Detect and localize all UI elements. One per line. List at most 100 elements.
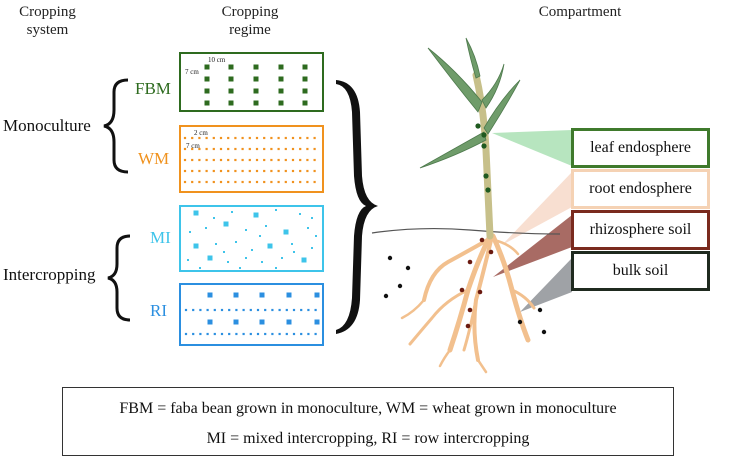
bulk-soil-dot — [397, 283, 403, 289]
soil-surface-line — [371, 227, 561, 235]
bulk-soil-dot — [405, 265, 411, 271]
wm-plant-mark — [198, 158, 201, 162]
label-ri: RI — [150, 301, 167, 320]
mi-plant-mark — [311, 217, 313, 219]
mi-plant-mark — [253, 212, 259, 218]
wm-plant-mark — [248, 136, 251, 140]
ri-plant-mark — [242, 308, 245, 312]
ri-plant-mark — [256, 332, 260, 336]
mi-plant-mark — [193, 210, 199, 216]
header-cropping-regime: Cropping regime — [221, 4, 279, 38]
legend-line-2: MI = mixed intercropping, RI = row inter… — [206, 430, 530, 447]
fbm-plant-mark — [253, 88, 259, 94]
wm-plant-mark — [306, 136, 309, 140]
ri-plant-mark — [285, 332, 288, 336]
wm-plant-mark — [284, 147, 287, 151]
ri-plant-mark — [228, 308, 231, 312]
wm-plant-mark — [191, 180, 194, 184]
fbm-plot — [179, 52, 324, 112]
ri-plant-mark — [199, 308, 202, 312]
plot-marks — [183, 64, 320, 336]
soil-dots — [383, 123, 547, 335]
ri-plant-mark — [235, 308, 238, 312]
wm-plant-mark — [212, 147, 215, 151]
wm-plant-mark — [306, 147, 309, 151]
mi-plant-mark — [311, 247, 313, 249]
ri-plant-mark — [213, 308, 216, 312]
ri-plant-mark — [286, 292, 292, 298]
legend-line-1: FBM = faba bean grown in monoculture, WM… — [119, 400, 617, 417]
fbm-plant-mark — [204, 76, 210, 82]
mi-plant-mark — [283, 229, 289, 235]
ri-plant-mark — [300, 308, 303, 312]
wm-plant-mark — [219, 136, 223, 140]
wm-plant-mark — [198, 180, 201, 184]
ri-plant-mark — [256, 308, 260, 312]
wm-plant-mark — [313, 169, 316, 173]
leaf-sample-dot — [481, 132, 487, 138]
fbm-plant-mark — [228, 88, 234, 94]
mi-plant-mark — [245, 229, 247, 231]
mi-plant-mark — [293, 251, 295, 253]
mi-plant-mark — [275, 209, 277, 211]
ri-plant-mark — [207, 292, 213, 298]
fbm-plant-mark — [253, 64, 259, 70]
mi-plant-mark — [315, 235, 317, 237]
wm-plant-mark — [291, 136, 295, 140]
wm-plant-mark — [241, 136, 244, 140]
wm-plant-mark — [313, 180, 316, 184]
wm-plant-mark — [212, 136, 215, 140]
bulk-soil-dot — [541, 329, 547, 335]
ri-plant-mark — [199, 332, 202, 336]
root-sample-dot — [477, 289, 483, 295]
wm-plant-mark — [284, 180, 287, 184]
mi-plant-mark — [189, 231, 191, 233]
ri-plant-mark — [249, 332, 252, 336]
root-sample-dot — [467, 259, 473, 265]
fbm-plant-mark — [302, 88, 308, 94]
leaves — [419, 37, 521, 169]
ri-plant-mark — [278, 308, 281, 312]
wm-plant-mark — [191, 147, 194, 151]
wm-plant-mark — [291, 180, 295, 184]
mi-plant-mark — [235, 241, 237, 243]
wm-plant-mark — [263, 180, 266, 184]
fbm-spacing-v: 7 cm — [185, 68, 199, 76]
wm-plant-mark — [205, 180, 208, 184]
ri-plant-mark — [271, 332, 274, 336]
wm-plant-mark — [183, 158, 187, 162]
fbm-plant-mark — [302, 64, 308, 70]
wm-plant-mark — [270, 158, 273, 162]
mi-plant-mark — [215, 243, 217, 245]
mi-plant-mark — [301, 257, 307, 263]
ri-plant-mark — [249, 308, 252, 312]
fbm-plant-mark — [278, 100, 284, 106]
label-intercropping: Intercropping — [3, 265, 96, 284]
wm-plant-mark — [306, 169, 309, 173]
leaf-sample-dot — [475, 123, 481, 129]
ri-plot — [179, 283, 324, 346]
wm-plant-mark — [284, 136, 287, 140]
wm-plant-mark — [263, 169, 266, 173]
compartment-root-endosphere: root endosphere — [571, 169, 710, 209]
ri-plant-mark — [314, 319, 320, 325]
wm-plant-mark — [227, 169, 230, 173]
wm-plant-mark — [263, 136, 266, 140]
ri-plant-mark — [307, 332, 310, 336]
wm-plant-mark — [234, 147, 237, 151]
mi-plant-mark — [259, 235, 261, 237]
wm-plant-mark — [255, 169, 259, 173]
fbm-plant-mark — [228, 100, 234, 106]
fbm-plant-mark — [253, 100, 259, 106]
bulk-soil-dot — [387, 255, 393, 261]
ri-plant-mark — [292, 332, 296, 336]
mi-plant-mark — [299, 213, 301, 215]
wm-plant-mark — [284, 158, 287, 162]
fbm-plant-mark — [302, 76, 308, 82]
wm-plant-mark — [291, 147, 295, 151]
mi-plant-mark — [207, 255, 213, 261]
wm-plant-mark — [270, 169, 273, 173]
wm-plant-mark — [191, 169, 194, 173]
wm-plant-mark — [313, 158, 316, 162]
wm-plant-mark — [313, 136, 316, 140]
